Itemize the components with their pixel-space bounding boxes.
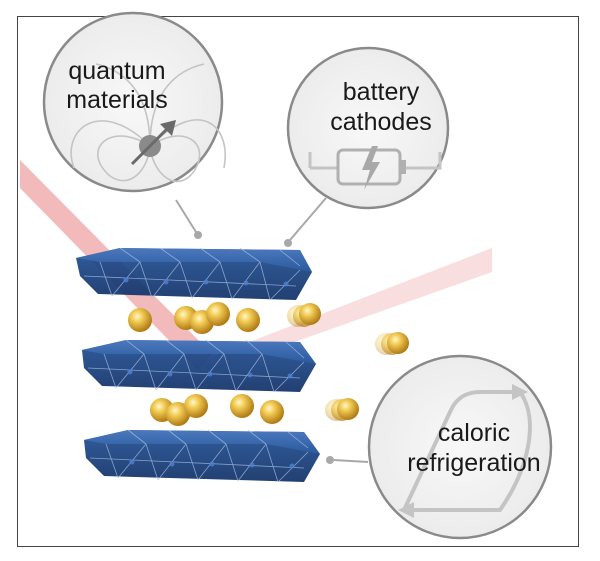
reflected-laser-beam — [198, 248, 492, 372]
octahedra-layer-top — [76, 247, 312, 301]
hysteresis-loop-icon — [398, 384, 532, 518]
ions-row-2 — [150, 394, 359, 426]
label-caloric-line1: caloric — [438, 419, 510, 447]
label-battery-line2: cathodes — [330, 108, 431, 136]
label-quantum-line1: quantum — [68, 57, 165, 85]
label-battery-line1: battery — [343, 78, 420, 106]
octahedra-layer-middle — [82, 339, 316, 393]
ions-row-1 — [128, 302, 321, 334]
octahedra-layer-bottom — [84, 429, 320, 483]
label-caloric-line2: refrigeration — [407, 449, 540, 477]
magnetic-dipole-icon — [70, 63, 226, 183]
charging-battery-icon — [308, 146, 442, 190]
callout-connectors — [175, 197, 369, 464]
callout-battery-cathodes: battery cathodes — [286, 46, 450, 210]
callout-caloric-refrigeration: caloric refrigeration — [367, 354, 553, 540]
label-quantum-line2: materials — [66, 86, 167, 114]
ions-mobile-right — [375, 332, 409, 355]
callout-quantum-materials: quantum materials — [42, 11, 226, 193]
